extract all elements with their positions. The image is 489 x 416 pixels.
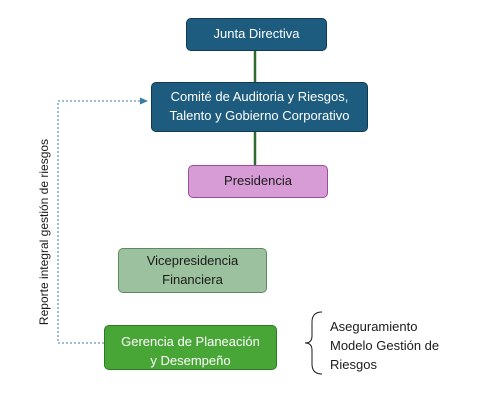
report-arrow-head [140, 97, 148, 105]
vicepresidencia-financiera-node: Vicepresidencia Financiera [118, 248, 267, 293]
presidencia-node: Presidencia [188, 165, 328, 198]
note-line-2: Modelo Gestión de [330, 337, 440, 353]
assurance-note: Aseguramiento Modelo Gestión de Riesgos [330, 318, 439, 375]
vicepresidencia-label-line-2: Financiera [162, 271, 223, 287]
gerencia-planeacion-node: Gerencia de Planeación y Desempeño [104, 325, 277, 370]
comite-label-line-1: Comité de Auditoria y Riesgos, [170, 89, 349, 105]
gerencia-label-line-2: y Desempeño [150, 352, 231, 368]
note-line-3: Riesgos [330, 356, 377, 372]
note-line-1: Aseguramiento [330, 319, 418, 334]
vicepresidencia-label-line-1: Vicepresidencia [146, 252, 239, 268]
gerencia-label-line-1: Gerencia de Planeación [121, 334, 260, 349]
comite-auditoria-node: Comité de Auditoria y Riesgos, Talento y… [151, 82, 368, 132]
junta-directiva-node: Junta Directiva [186, 18, 327, 51]
report-dotted-arrow [57, 100, 140, 344]
comite-label-line-2: Talento y Gobierno Corporativo [169, 108, 350, 123]
report-side-label: Reporte integral gestión de riesgos [37, 138, 51, 326]
presidencia-label: Presidencia [224, 173, 292, 189]
note-bracket [304, 311, 323, 375]
junta-directiva-label: Junta Directiva [213, 26, 300, 42]
